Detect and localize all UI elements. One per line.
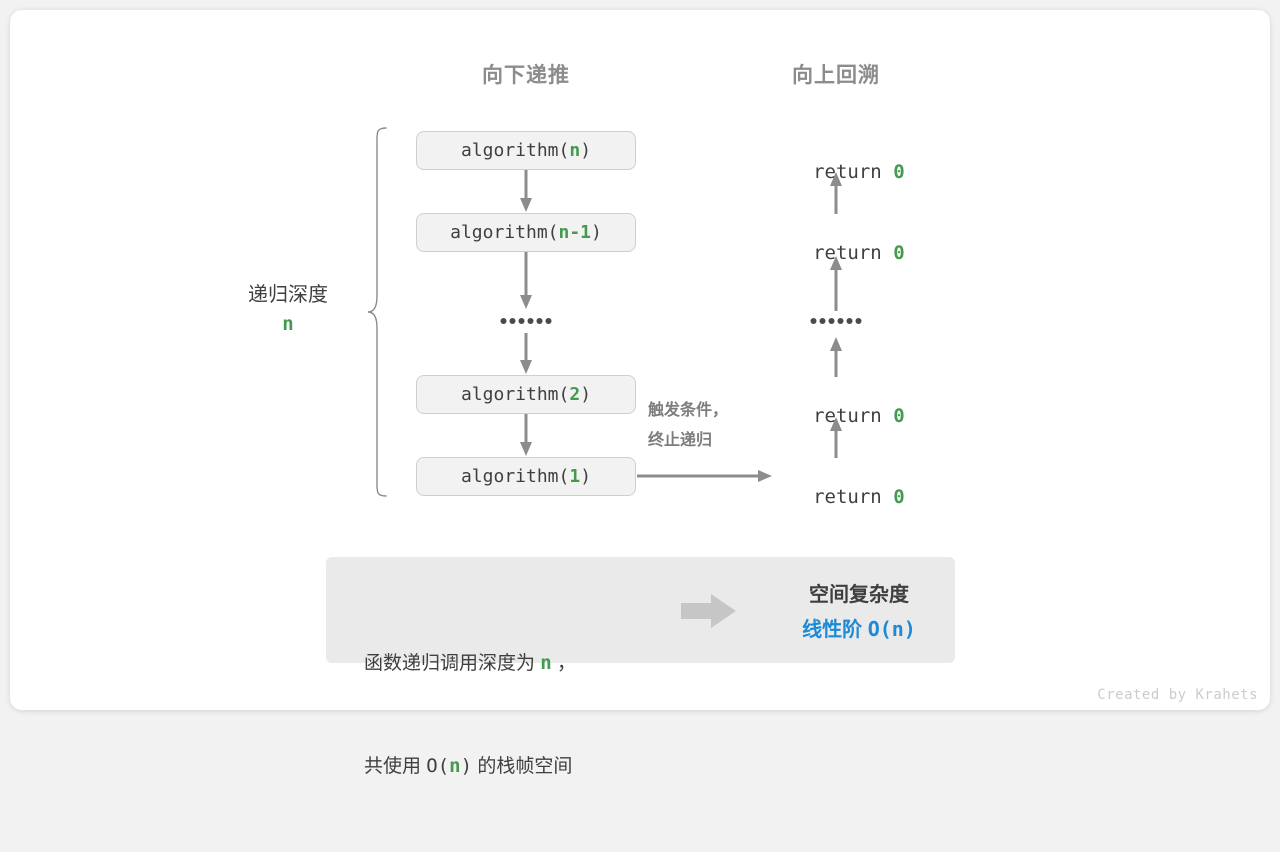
summary-line2-var: n	[449, 755, 461, 777]
up-arrow-3	[829, 337, 843, 382]
summary-line2-text-a: 共使用	[364, 756, 427, 777]
call-box-arg: n-1	[558, 222, 592, 243]
call-box-suffix: )	[591, 222, 602, 243]
complexity-value: 线性阶 O(n)	[763, 612, 955, 647]
call-box-prefix: algorithm(	[460, 384, 570, 405]
call-box-arg: n	[569, 140, 581, 161]
recursion-depth-brace	[366, 126, 390, 503]
call-box-suffix: )	[580, 466, 592, 487]
complexity-title: 空间复杂度	[809, 584, 909, 606]
call-box-n-minus-1: algorithm(n-1)	[416, 213, 636, 252]
summary-line1-text-b: ，	[551, 653, 577, 674]
column-header-downward: 向下递推	[482, 64, 570, 87]
complexity-value-notation: O(n)	[867, 617, 916, 641]
call-box-1: algorithm(1)	[416, 457, 636, 496]
recursion-depth-value: n	[282, 313, 294, 335]
trigger-note-line2: 终止递归	[648, 432, 713, 449]
summary-line1-text-a: 函数递归调用深度为	[364, 653, 541, 674]
call-box-2: algorithm(2)	[416, 375, 636, 414]
return-text: return	[813, 486, 894, 508]
up-arrow-1	[829, 172, 843, 219]
return-label-2: return 0	[767, 220, 905, 286]
down-arrow-4	[519, 414, 533, 462]
summary-line2-text-b: 的栈帧空间	[472, 756, 573, 777]
return-value: 0	[893, 161, 905, 183]
trigger-condition-note: 触发条件， 终止递归	[648, 396, 728, 456]
recursion-depth-label: 递归深度 n	[248, 280, 328, 338]
call-box-suffix: )	[580, 384, 592, 405]
return-label-4: return 0	[767, 464, 905, 530]
return-ellipsis	[810, 318, 862, 324]
call-box-prefix: algorithm(	[460, 466, 570, 487]
call-stack-ellipsis	[500, 318, 552, 324]
base-case-arrow	[637, 469, 773, 488]
complexity-value-text: 线性阶	[802, 619, 868, 641]
implies-arrow-icon	[681, 592, 737, 635]
return-text: return	[813, 242, 894, 264]
call-box-prefix: algorithm(	[460, 140, 570, 161]
summary-line1-var: n	[540, 652, 552, 674]
up-arrow-4	[829, 417, 843, 463]
down-arrow-1	[519, 170, 533, 218]
call-box-suffix: )	[580, 140, 592, 161]
summary-line-1: 函数递归调用深度为 n ，	[364, 646, 576, 681]
summary-line-2: 共使用 O(n) 的栈帧空间	[364, 749, 576, 784]
down-arrow-2	[519, 252, 533, 315]
complexity-result: 空间复杂度 线性阶 O(n)	[763, 578, 955, 647]
call-box-n: algorithm(n)	[416, 131, 636, 170]
return-text: return	[813, 161, 894, 183]
down-arrow-3	[519, 333, 533, 380]
return-value: 0	[893, 242, 905, 264]
return-value: 0	[893, 405, 905, 427]
recursion-depth-text: 递归深度	[248, 284, 328, 306]
column-header-upward: 向上回溯	[792, 64, 880, 87]
summary-line2-close: )	[460, 755, 473, 777]
diagram-stage: 向下递推 向上回溯 递归深度 n algorithm(n) algorithm(…	[248, 64, 1258, 777]
return-label-1: return 0	[767, 139, 905, 205]
call-box-prefix: algorithm(	[450, 222, 559, 243]
summary-description: 函数递归调用深度为 n ， 共使用 O(n) 的栈帧空间	[364, 578, 576, 852]
complexity-summary-box: 函数递归调用深度为 n ， 共使用 O(n) 的栈帧空间 空间复杂度 线性阶 O…	[326, 557, 955, 777]
call-box-arg: 2	[569, 384, 581, 405]
return-value: 0	[893, 486, 905, 508]
up-arrow-2	[829, 256, 843, 316]
return-label-3: return 0	[767, 383, 905, 449]
credit-text: Created by Krahets	[1097, 687, 1258, 703]
return-text: return	[813, 405, 894, 427]
call-box-arg: 1	[569, 466, 581, 487]
summary-line2-open: O(	[426, 755, 450, 777]
trigger-note-line1: 触发条件，	[648, 402, 729, 419]
